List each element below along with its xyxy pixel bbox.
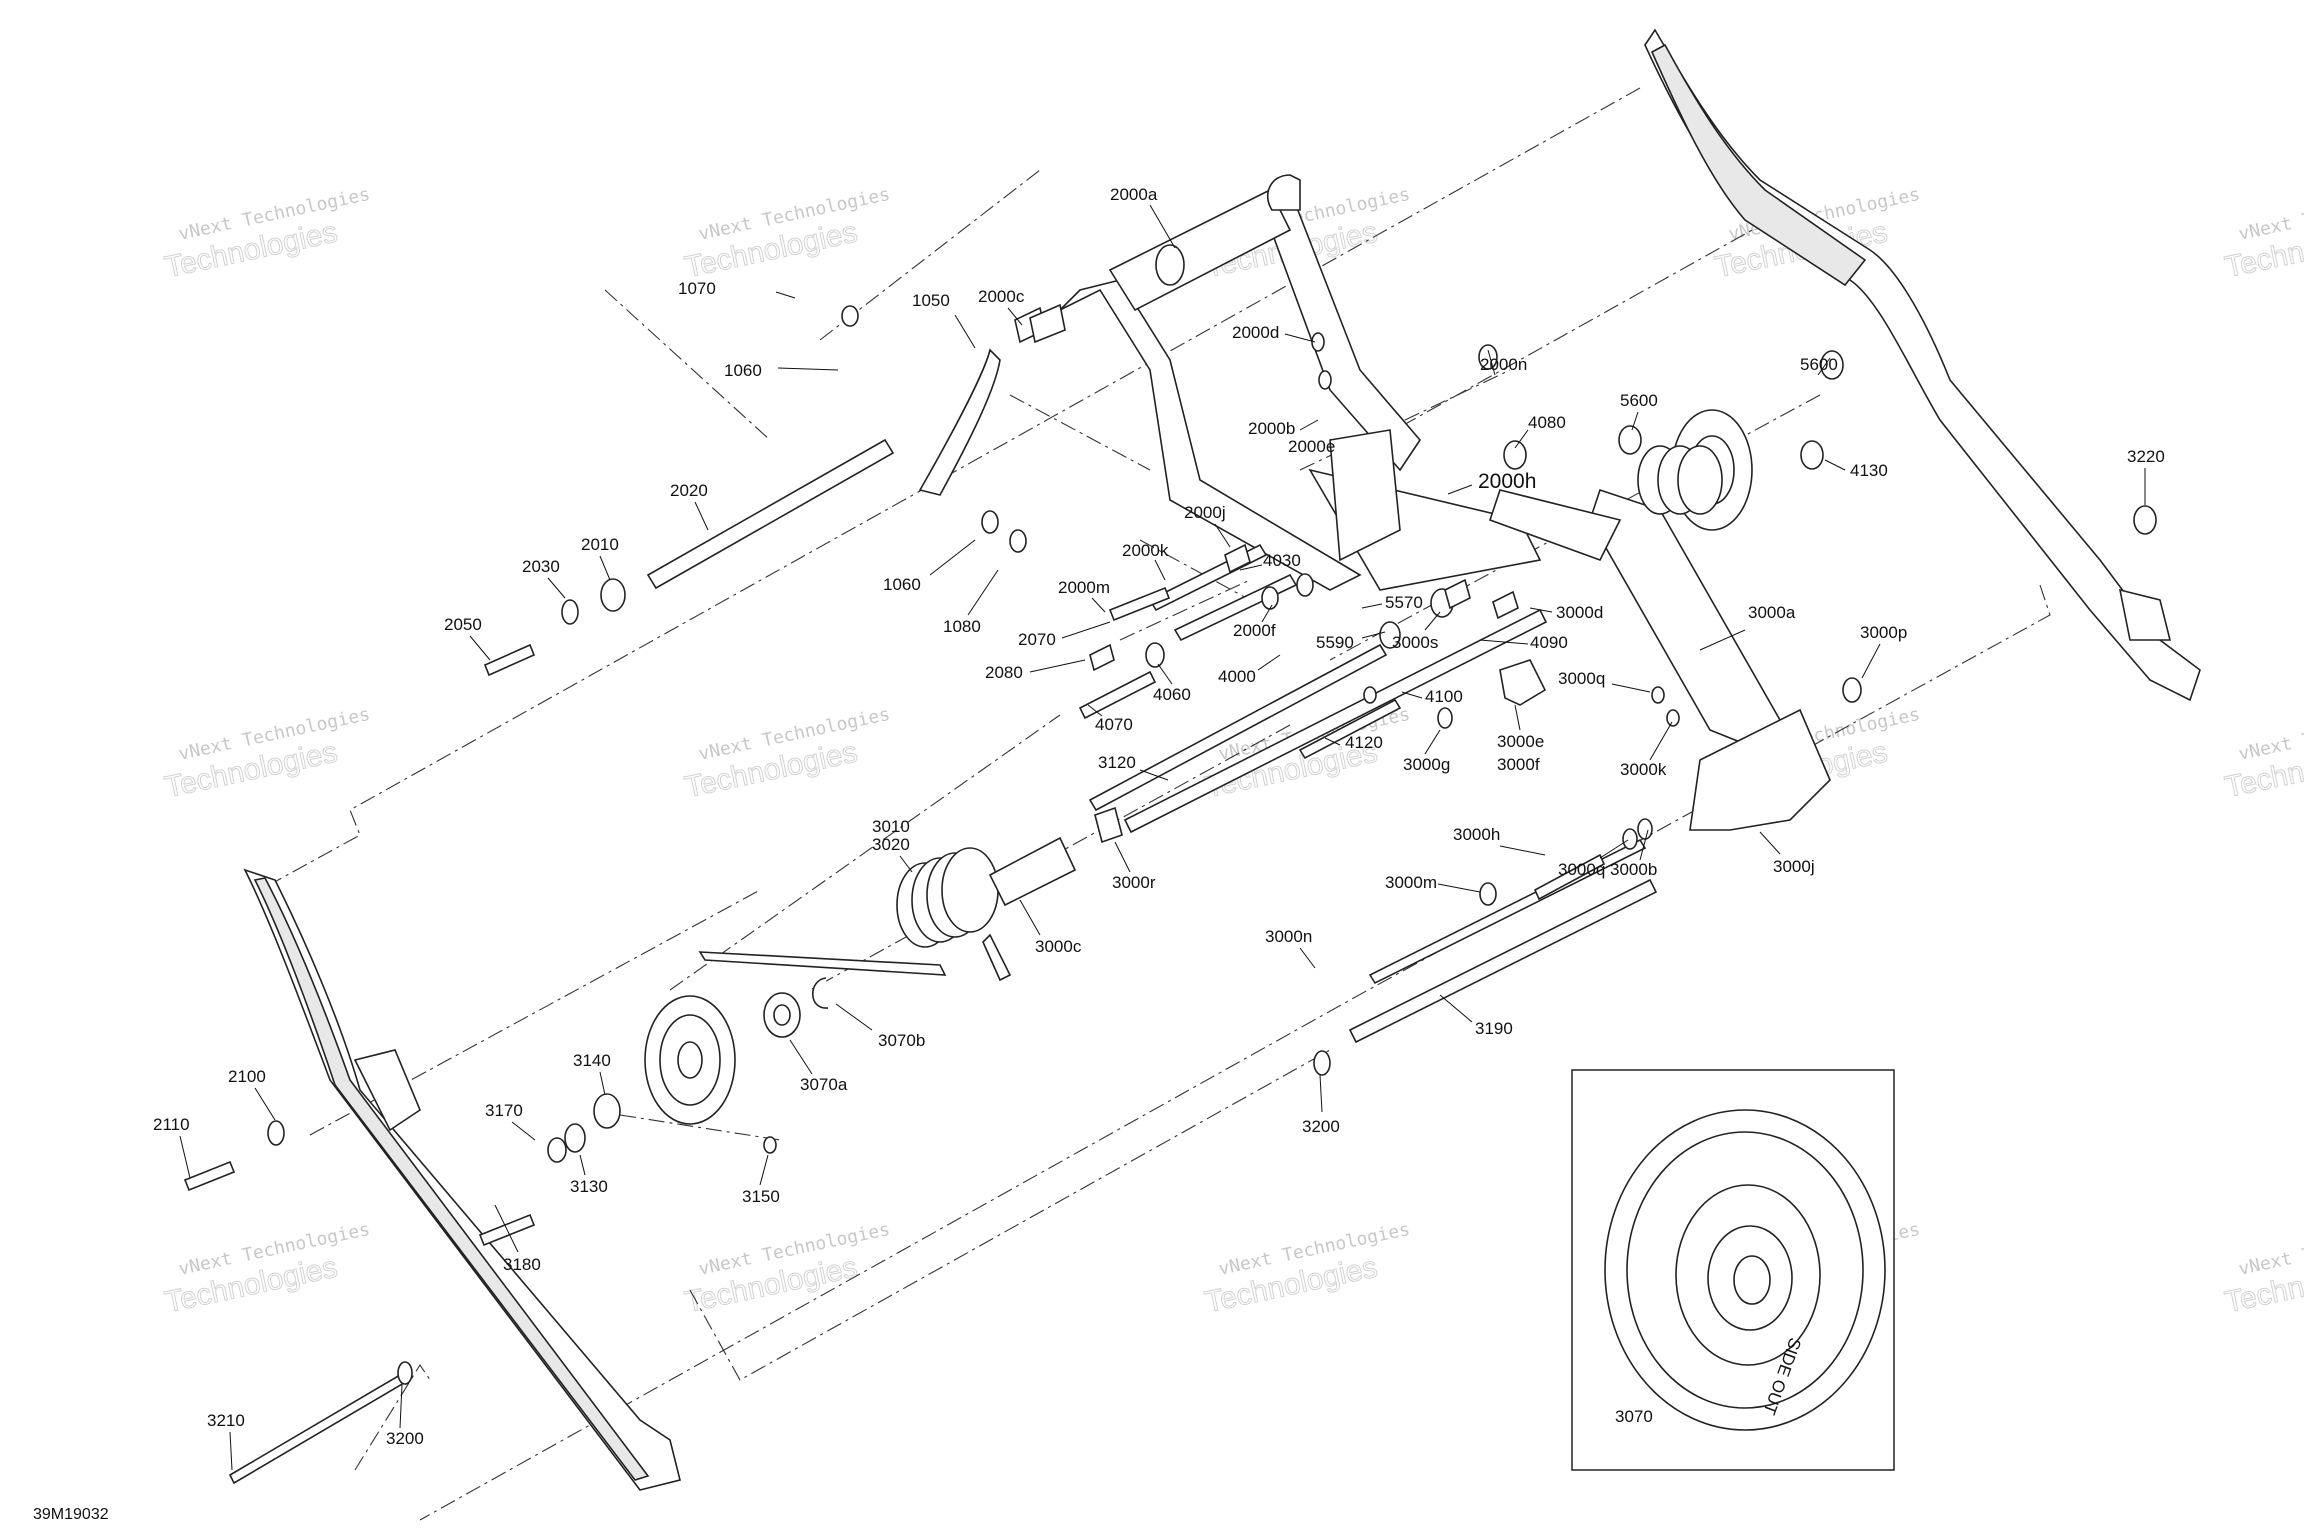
label-3130: 3130 xyxy=(570,1177,608,1196)
sleeves xyxy=(1094,806,1123,844)
label-3000p: 3000p xyxy=(1860,623,1907,642)
assembly-lines xyxy=(259,87,2051,1521)
label-3200-right: 3200 xyxy=(1302,1117,1340,1136)
label-3000n: 3000n xyxy=(1265,927,1312,946)
inset-3070: SIDE OUT xyxy=(1571,1069,1895,1471)
label-2030: 2030 xyxy=(522,557,560,576)
label-2000n: 2000n xyxy=(1480,355,1527,374)
drawing-id: 39M19032 xyxy=(33,1506,109,1523)
label-2000h: 2000h xyxy=(1478,470,1536,493)
label-3000m: 3000m xyxy=(1385,873,1437,892)
label-2080: 2080 xyxy=(985,663,1023,682)
label-2000e: 2000e xyxy=(1288,437,1335,456)
front-arm-assembly xyxy=(1059,174,1542,591)
label-2010: 2010 xyxy=(581,535,619,554)
label-2000f: 2000f xyxy=(1233,621,1276,640)
label-2000m: 2000m xyxy=(1058,578,1110,597)
label-3000g: 3000g xyxy=(1403,755,1450,774)
label-5600-right: 5600 xyxy=(1800,355,1838,374)
label-3000q-top: 3000q xyxy=(1558,669,1605,688)
label-3180: 3180 xyxy=(503,1255,541,1274)
label-3000s: 3000s xyxy=(1392,633,1438,652)
left-slide-rail xyxy=(243,868,681,1491)
bearing-3070a xyxy=(763,992,801,1038)
label-1060-bottom: 1060 xyxy=(883,575,921,594)
label-2000d: 2000d xyxy=(1232,323,1279,342)
label-4100: 4100 xyxy=(1425,687,1463,706)
label-3170: 3170 xyxy=(485,1101,523,1120)
label-3070a: 3070a xyxy=(800,1075,848,1094)
callout-labels: 1070 1050 1060 1060 1080 2000a 2000c 200… xyxy=(153,185,2165,1471)
label-3200-left: 3200 xyxy=(386,1429,424,1448)
right-slide-rail xyxy=(1644,28,2201,702)
label-2000b: 2000b xyxy=(1248,419,1295,438)
label-4030: 4030 xyxy=(1263,551,1301,570)
label-1060-top: 1060 xyxy=(724,361,762,380)
label-3140: 3140 xyxy=(573,1051,611,1070)
label-4090: 4090 xyxy=(1530,633,1568,652)
lower-spring xyxy=(698,836,1077,982)
small-parts xyxy=(267,305,2157,1385)
label-2000c: 2000c xyxy=(978,287,1025,306)
label-3000a: 3000a xyxy=(1748,603,1796,622)
bushings xyxy=(1014,303,1519,672)
label-1050: 1050 xyxy=(912,291,950,310)
label-1080: 1080 xyxy=(943,617,981,636)
label-3000d: 3000d xyxy=(1556,603,1603,622)
label-3000f: 3000f xyxy=(1497,755,1540,774)
label-4070: 4070 xyxy=(1095,715,1133,734)
label-3000c: 3000c xyxy=(1035,937,1082,956)
label-3010: 3010 xyxy=(872,817,910,836)
center-spring xyxy=(1637,445,1723,515)
shafts xyxy=(183,438,1658,1485)
circlip-3070b xyxy=(812,977,829,1009)
label-3000q-bottom: 3000q xyxy=(1558,860,1605,879)
spacer-3130 xyxy=(564,1123,586,1153)
label-3000j: 3000j xyxy=(1773,857,1815,876)
label-2100: 2100 xyxy=(228,1067,266,1086)
label-3190: 3190 xyxy=(1475,1019,1513,1038)
label-2110: 2110 xyxy=(153,1115,190,1134)
label-2020: 2020 xyxy=(670,481,708,500)
label-5600-top: 5600 xyxy=(1620,391,1658,410)
label-2070: 2070 xyxy=(1018,630,1056,649)
label-3000h: 3000h xyxy=(1453,825,1500,844)
label-3000r: 3000r xyxy=(1112,873,1156,892)
label-4080: 4080 xyxy=(1528,413,1566,432)
rear-arm-assembly xyxy=(1488,488,1831,831)
label-2050: 2050 xyxy=(444,615,482,634)
lower-wheel xyxy=(644,995,736,1125)
label-3000e: 3000e xyxy=(1497,732,1544,751)
label-3070-inset: 3070 xyxy=(1615,1407,1653,1426)
label-3000k: 3000k xyxy=(1620,760,1667,779)
label-3070b: 3070b xyxy=(878,1031,925,1050)
label-5570: 5570 xyxy=(1385,593,1423,612)
label-2000k: 2000k xyxy=(1122,541,1169,560)
label-3150: 3150 xyxy=(742,1187,780,1206)
label-4060: 4060 xyxy=(1153,685,1191,704)
spacer-3140 xyxy=(593,1093,621,1129)
label-3020: 3020 xyxy=(872,835,910,854)
label-4000: 4000 xyxy=(1218,667,1256,686)
label-1070: 1070 xyxy=(678,279,716,298)
label-3210: 3210 xyxy=(207,1411,245,1430)
label-4130: 4130 xyxy=(1850,461,1888,480)
label-3220: 3220 xyxy=(2127,447,2165,466)
link-1050 xyxy=(918,348,1001,496)
label-3120: 3120 xyxy=(1098,753,1136,772)
label-4120: 4120 xyxy=(1345,733,1383,752)
label-2000a: 2000a xyxy=(1110,185,1158,204)
label-5590: 5590 xyxy=(1316,633,1354,652)
label-3000b: 3000b xyxy=(1610,860,1657,879)
label-2000j: 2000j xyxy=(1184,503,1226,522)
